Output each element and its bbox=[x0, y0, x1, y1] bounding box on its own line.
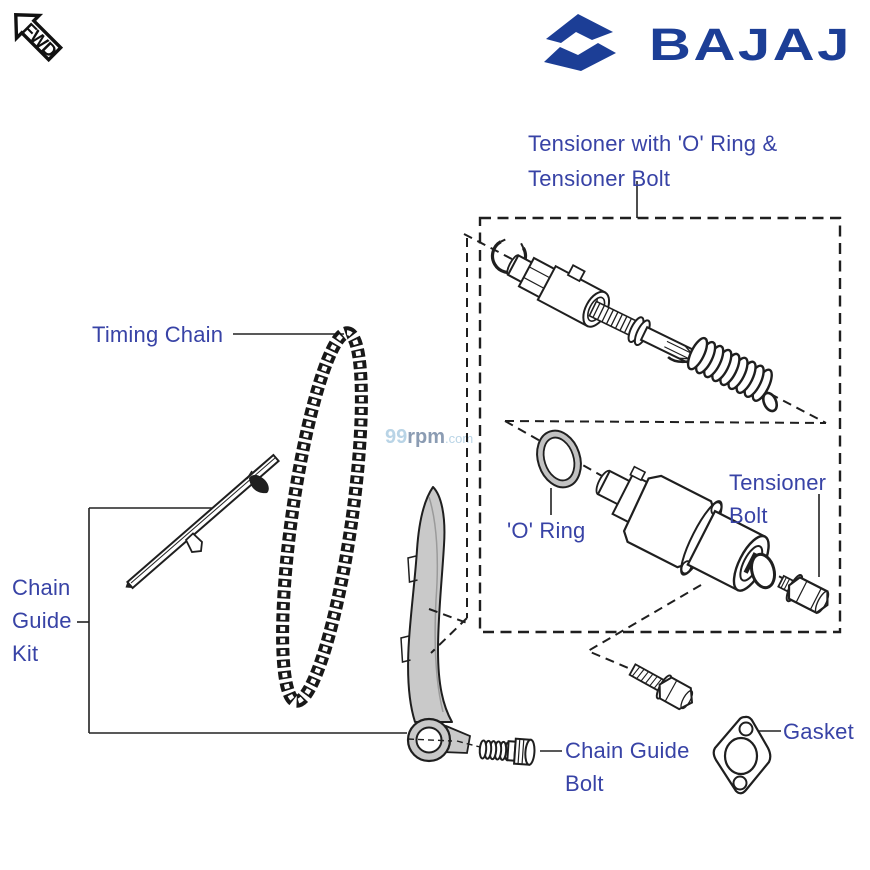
bajaj-wing-icon bbox=[546, 14, 613, 43]
callout-chain-guide-bolt: Chain Guide Bolt bbox=[565, 734, 690, 800]
fwd-arrow-icon: FWD bbox=[14, 13, 64, 63]
chain-guide-kit-bracket bbox=[77, 507, 407, 734]
tensioner-bolt-drawing bbox=[777, 574, 830, 615]
callout-gasket: Gasket bbox=[783, 715, 854, 748]
o-ring-drawing bbox=[536, 429, 582, 489]
watermark: 99rpm.com bbox=[385, 426, 473, 448]
callout-chain-guide-kit-line2: Guide bbox=[12, 608, 72, 633]
tensioner-body-drawing bbox=[506, 254, 611, 328]
watermark-rpm: rpm bbox=[407, 426, 445, 448]
tensioner-spring-drawing bbox=[667, 336, 773, 402]
bajaj-wordmark: BAJAJ bbox=[649, 19, 852, 70]
washer-ring-drawing bbox=[761, 391, 779, 413]
watermark-com: .com bbox=[445, 431, 473, 446]
callout-tensioner-group: Tensioner with 'O' Ring & Tensioner Bolt bbox=[528, 126, 777, 196]
callout-tensioner-bolt-line1: Tensioner bbox=[729, 470, 827, 495]
tensioner-rod-drawing bbox=[588, 300, 702, 367]
callout-timing-chain-text: Timing Chain bbox=[92, 322, 224, 347]
callout-tensioner-bolt: Tensioner Bolt bbox=[729, 466, 826, 532]
callout-o-ring-text: 'O' Ring bbox=[507, 518, 586, 543]
chain-guide-blade-drawing bbox=[125, 453, 281, 590]
callout-gasket-text: Gasket bbox=[783, 719, 854, 744]
bajaj-wing-icon bbox=[544, 43, 616, 71]
callout-timing-chain: Timing Chain bbox=[92, 318, 223, 351]
watermark-99: 99 bbox=[385, 426, 407, 448]
tensioner-housing-drawing bbox=[595, 465, 770, 592]
callout-tensioner-group-line1: Tensioner with 'O' Ring & bbox=[528, 131, 778, 156]
mount-bolt-drawing bbox=[628, 663, 694, 711]
callout-o-ring: 'O' Ring bbox=[507, 514, 585, 547]
chain-tensioner-blade-drawing bbox=[400, 486, 472, 763]
callout-chain-guide-bolt-line1: Chain Guide bbox=[565, 738, 690, 763]
gasket-drawing bbox=[712, 715, 772, 795]
timing-chain-drawing bbox=[276, 326, 368, 708]
callout-chain-guide-kit-line3: Kit bbox=[12, 641, 39, 666]
chain-guide-bolt-drawing bbox=[478, 737, 536, 766]
callout-tensioner-group-line2: Tensioner Bolt bbox=[528, 166, 671, 191]
callout-chain-guide-kit-line1: Chain bbox=[12, 575, 71, 600]
small-o-ring-drawing bbox=[749, 552, 777, 590]
bajaj-logo: BAJAJ bbox=[544, 14, 852, 71]
callout-chain-guide-bolt-line2: Bolt bbox=[565, 771, 604, 796]
callout-tensioner-bolt-line2: Bolt bbox=[729, 503, 768, 528]
callout-chain-guide-kit: Chain Guide Kit bbox=[12, 571, 72, 670]
